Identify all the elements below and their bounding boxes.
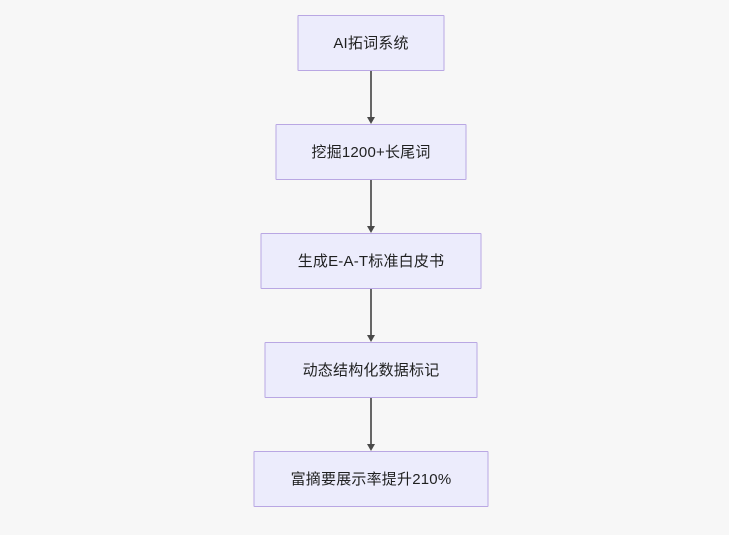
- flow-node-4[interactable]: 动态结构化数据标记: [264, 342, 478, 398]
- flow-node-label: AI拓词系统: [333, 34, 409, 52]
- flow-node-label: 生成E-A-T标准白皮书: [297, 252, 445, 270]
- flow-arrow: [364, 180, 378, 233]
- flow-arrow: [364, 398, 378, 451]
- flow-node-label: 动态结构化数据标记: [302, 361, 440, 379]
- flow-node-5[interactable]: 富摘要展示率提升210%: [253, 451, 489, 507]
- arrowhead-icon: [367, 335, 375, 342]
- flow-node-label: 富摘要展示率提升210%: [290, 470, 452, 488]
- arrowhead-icon: [367, 117, 375, 124]
- flow-node-2[interactable]: 挖掘1200+长尾词: [275, 124, 467, 180]
- flow-node-label: 挖掘1200+长尾词: [311, 143, 431, 161]
- arrowhead-icon: [367, 226, 375, 233]
- flow-node-1[interactable]: AI拓词系统: [297, 15, 445, 71]
- flow-arrow: [364, 289, 378, 342]
- flow-node-3[interactable]: 生成E-A-T标准白皮书: [260, 233, 482, 289]
- flow-arrow: [364, 71, 378, 124]
- arrowhead-icon: [367, 444, 375, 451]
